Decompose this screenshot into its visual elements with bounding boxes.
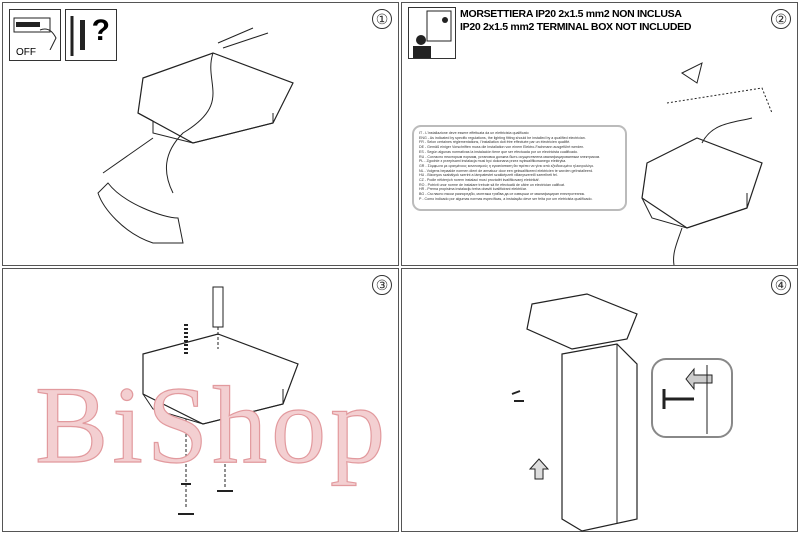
note-line: HU - Bizonyos szabályok szerint a lámpat… — [419, 173, 558, 178]
note-line: DE - Gemäß einiger Vorschriften muss die… — [419, 145, 585, 150]
step-number: ④ — [771, 275, 791, 295]
note-line: ES - Según algunas normativas la instala… — [419, 149, 579, 154]
step-number: ① — [372, 9, 392, 29]
off-label: OFF — [16, 47, 36, 58]
note-line: HR - Prema propisima instalaciju treba o… — [419, 187, 527, 192]
step-4-panel: ④ — [401, 268, 798, 532]
note-line: GR - Σύμφωνα με ορισμένους κανονισμούς η… — [419, 163, 595, 168]
note-line: PL - Zgodnie z przepisami instalacja mus… — [419, 159, 567, 164]
electrician-certificate-icon — [408, 7, 456, 59]
note-line: NL - Volgens bepaalde normen dient de ar… — [419, 168, 594, 173]
wiring-drawing — [641, 62, 773, 266]
question-mark: ? — [91, 14, 110, 47]
note-line: ENG - As indicated by specific regulatio… — [419, 135, 586, 140]
note-line: FR - Selon certaines réglementations, l'… — [419, 140, 571, 145]
power-off-icon: OFF — [9, 9, 61, 61]
note-line: IT - L'installazione deve essere effettu… — [419, 131, 529, 135]
note-line: P - Como indicado por algumas normas esp… — [419, 196, 593, 201]
note-line: CZ - Podle některých norem instalaci mus… — [419, 178, 540, 183]
step-number: ③ — [372, 275, 392, 295]
step-3-panel: ③ — [2, 268, 399, 532]
step-1-panel: ① OFF ? — [2, 2, 399, 266]
notice-english: IP20 2x1.5 mm2 TERMINAL BOX NOT INCLUDED — [460, 21, 692, 33]
qualified-electrician-note: IT - L'installazione deve essere effettu… — [412, 125, 627, 211]
lamp-fitting-drawing — [511, 293, 733, 532]
notice-italian: MORSETTIERA IP20 2x1.5 mm2 NON INCLUSA — [460, 8, 682, 20]
fixing-screws-drawing — [142, 286, 299, 515]
step-2-panel: ② MORSETTIERA IP20 2x1.5 mm2 NON INCLUSA… — [401, 2, 798, 266]
note-line: RU - Согласно некоторым нормам, установк… — [419, 154, 601, 159]
watermark: BiShop — [34, 364, 390, 486]
note-line: BG - Съгласно някои разпоредби, монтажа … — [419, 192, 586, 197]
mounting-box-drawing — [97, 27, 294, 244]
terminal-box-notice: MORSETTIERA IP20 2x1.5 mm2 NON INCLUSA I… — [460, 8, 691, 34]
screw-plug-icon: ? — [65, 9, 117, 61]
step-number: ② — [771, 9, 791, 29]
note-line: RO - Potrivit unor norme de instalare tr… — [419, 182, 566, 187]
